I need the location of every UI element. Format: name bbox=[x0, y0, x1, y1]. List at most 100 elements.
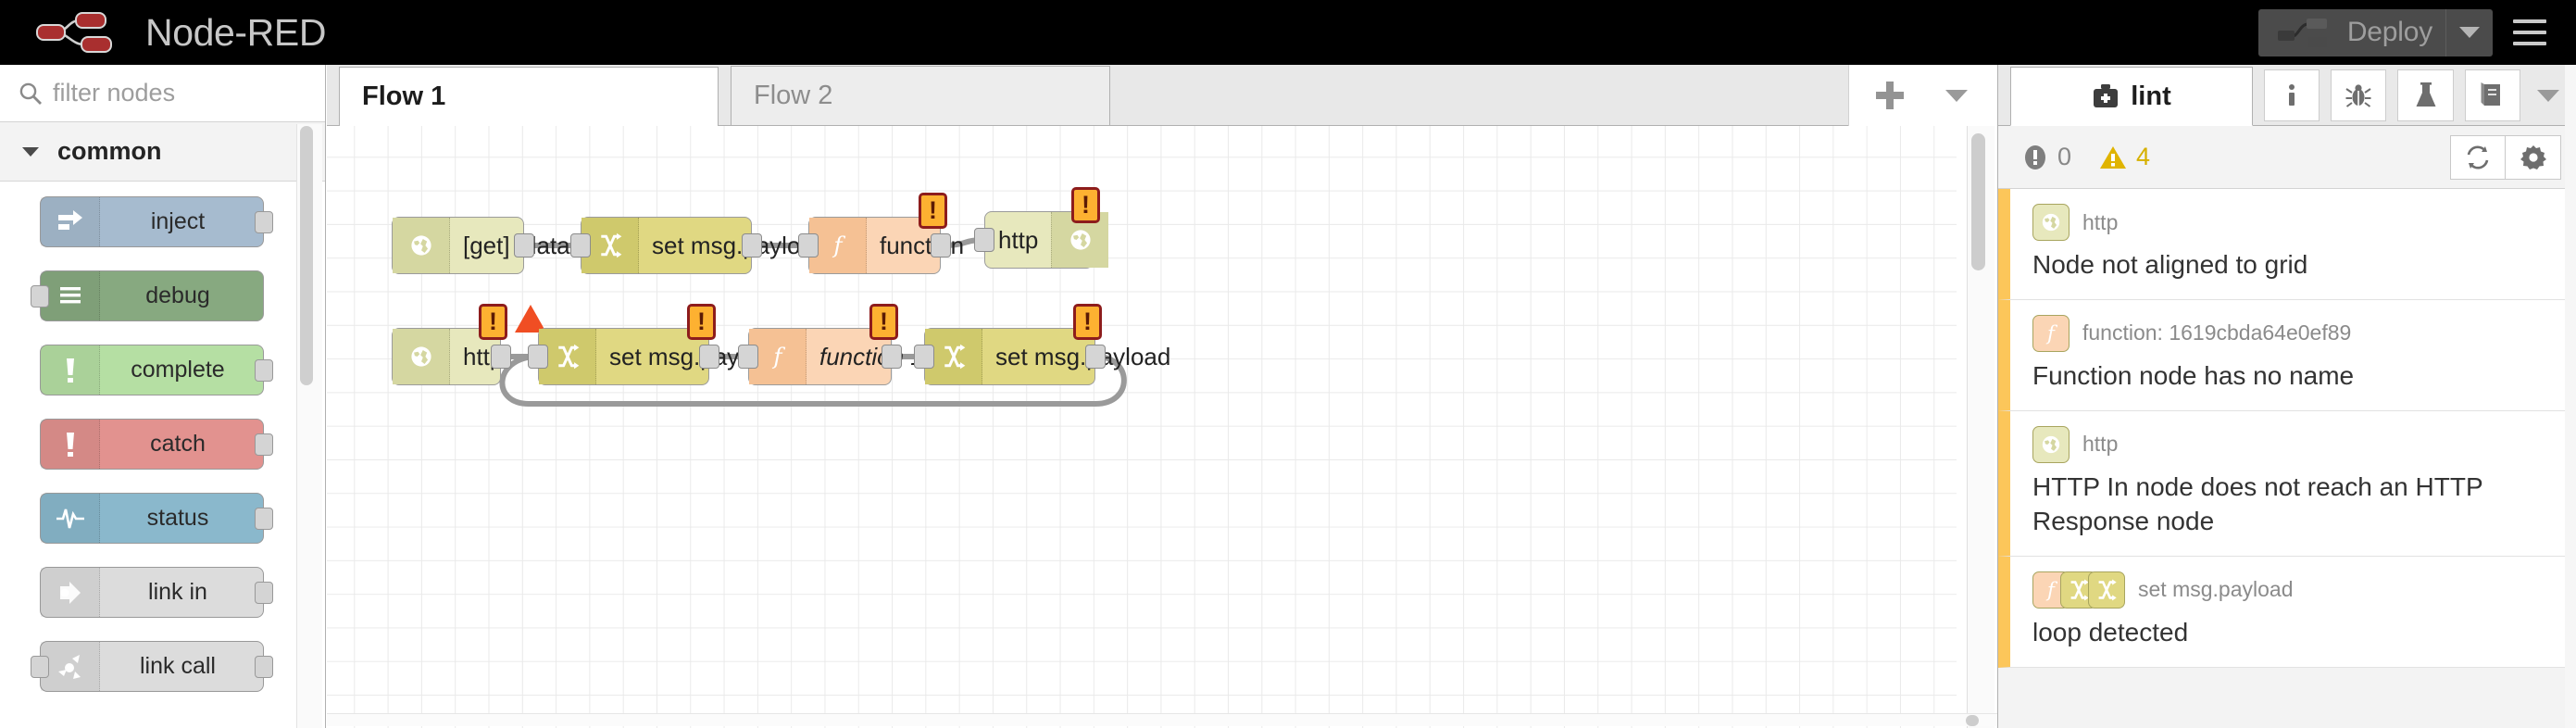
function-icon: f bbox=[749, 329, 807, 384]
search-input[interactable] bbox=[53, 79, 284, 107]
node-output-port[interactable] bbox=[931, 233, 951, 257]
main-menu-button[interactable] bbox=[2493, 0, 2567, 65]
lint-refresh-button[interactable] bbox=[2450, 134, 2506, 180]
palette-search-bar[interactable] bbox=[0, 65, 325, 122]
node-input-port[interactable] bbox=[738, 345, 758, 369]
flow-node-n2[interactable]: set msg.payload bbox=[570, 217, 827, 274]
palette-node-inject[interactable]: inject bbox=[40, 196, 273, 247]
palette-node-catch[interactable]: catch bbox=[40, 419, 273, 470]
lint-scrollbar-track[interactable] bbox=[2565, 65, 2576, 728]
node-palette: common inject debug complete catch status l… bbox=[0, 65, 326, 728]
flow-menu-button[interactable] bbox=[1923, 66, 1990, 125]
node-output-port[interactable] bbox=[742, 233, 762, 257]
lint-issue-node-icons: f bbox=[2032, 571, 2125, 609]
node-error-badge[interactable]: ! bbox=[479, 304, 507, 340]
palette-node-debug[interactable]: debug bbox=[31, 270, 264, 321]
tab-flow-1[interactable]: Flow 1 bbox=[339, 67, 719, 126]
palette-node-link-in[interactable]: link in bbox=[40, 567, 273, 618]
node-input-port[interactable] bbox=[798, 233, 819, 257]
exclamation-icon bbox=[41, 345, 100, 395]
deploy-button[interactable]: Deploy bbox=[2257, 8, 2445, 56]
chevron-down-icon bbox=[2459, 27, 2480, 38]
flow-node-n1[interactable]: [get] /data bbox=[392, 217, 570, 274]
node-error-badge[interactable]: ! bbox=[919, 193, 947, 229]
globe-icon bbox=[410, 346, 431, 367]
flow-node-n6[interactable]: set msg.payload! bbox=[528, 304, 784, 385]
sidebar-tab-info[interactable] bbox=[2264, 69, 2320, 121]
node-output-port[interactable] bbox=[255, 211, 273, 233]
search-icon bbox=[19, 82, 42, 105]
node-input-port[interactable] bbox=[528, 345, 548, 369]
first-aid-kit-icon bbox=[2094, 84, 2119, 107]
lint-issue-header: http bbox=[2032, 425, 2554, 463]
exclamation-icon bbox=[66, 432, 74, 457]
node-input-port[interactable] bbox=[31, 285, 49, 308]
lint-issue-item[interactable]: http Node not aligned to grid bbox=[1998, 189, 2576, 300]
palette-scrollbar-thumb[interactable] bbox=[300, 126, 313, 385]
palette-scrollbar-track[interactable] bbox=[296, 124, 322, 728]
node-output-port[interactable] bbox=[514, 233, 534, 257]
palette-category-common[interactable]: common bbox=[0, 122, 325, 182]
add-flow-button[interactable] bbox=[1857, 66, 1923, 125]
flow-node-n5[interactable]: http! bbox=[392, 304, 546, 385]
node-output-port[interactable] bbox=[255, 582, 273, 604]
node-output-port[interactable] bbox=[699, 345, 719, 369]
palette-node-label: complete bbox=[131, 357, 225, 383]
inject-arrow-icon bbox=[57, 209, 82, 230]
tab-flow-2[interactable]: Flow 2 bbox=[731, 66, 1110, 125]
node-error-badge[interactable]: ! bbox=[869, 304, 898, 340]
node-output-port[interactable] bbox=[255, 656, 273, 678]
node-input-port[interactable] bbox=[570, 233, 591, 257]
tab-actions bbox=[1848, 65, 1997, 126]
change-icon bbox=[925, 329, 982, 384]
node-error-badge[interactable]: ! bbox=[1071, 187, 1100, 223]
flow-node-n8[interactable]: set msg.payload! bbox=[914, 304, 1170, 385]
node-output-port[interactable] bbox=[255, 508, 273, 530]
node-output-port[interactable] bbox=[491, 345, 511, 369]
deploy-dropdown-button[interactable] bbox=[2445, 8, 2493, 56]
change-icon bbox=[600, 232, 621, 258]
lint-issue-list: http Node not aligned to grid f function… bbox=[1998, 189, 2576, 728]
gear-icon bbox=[2520, 144, 2546, 169]
node-output-port[interactable] bbox=[1085, 345, 1106, 369]
sidebar-tab-context[interactable] bbox=[2397, 69, 2454, 121]
lint-settings-button[interactable] bbox=[2506, 134, 2561, 180]
node-error-badge[interactable]: ! bbox=[687, 304, 716, 340]
canvas-vscrollbar-thumb[interactable] bbox=[1971, 133, 1985, 270]
palette-node-link-call[interactable]: link call bbox=[31, 641, 273, 692]
canvas-vscrollbar-track[interactable] bbox=[1967, 126, 1995, 728]
flow-node-n4[interactable]: http ! bbox=[974, 187, 1109, 269]
sidebar-tab-lint[interactable]: lint bbox=[2010, 67, 2253, 126]
node-input-port[interactable] bbox=[31, 656, 49, 678]
pulse-wave-icon bbox=[41, 494, 100, 543]
node-output-port[interactable] bbox=[882, 345, 902, 369]
sidebar-tab-overflow-button[interactable] bbox=[2520, 69, 2576, 121]
lint-issue-item[interactable]: http HTTP In node does not reach an HTTP… bbox=[1998, 410, 2576, 557]
canvas-hscrollbar-thumb[interactable] bbox=[1966, 715, 1979, 726]
lint-issue-message: Function node has no name bbox=[2032, 360, 2355, 390]
palette-node-complete[interactable]: complete bbox=[40, 345, 273, 395]
plus-icon bbox=[1876, 82, 1904, 109]
canvas-hscrollbar-track[interactable] bbox=[327, 713, 1997, 726]
node-error-badge[interactable]: ! bbox=[1073, 304, 1102, 340]
node-input-port[interactable] bbox=[974, 228, 994, 252]
workspace: Flow 1 Flow 2 bbox=[327, 65, 1997, 728]
globe-icon bbox=[2042, 213, 2060, 232]
lint-issue-item[interactable]: f set msg.payload loop detected bbox=[1998, 556, 2576, 668]
chevron-down-icon bbox=[1945, 89, 1968, 102]
lint-issue-item[interactable]: f function: 1619cbda64e0ef89 Function no… bbox=[1998, 299, 2576, 411]
deploy-label: Deploy bbox=[2346, 17, 2432, 47]
node-output-port[interactable] bbox=[255, 359, 273, 382]
sidebar-tab-help[interactable] bbox=[2464, 69, 2520, 121]
node-output-port[interactable] bbox=[255, 433, 273, 456]
node-input-port[interactable] bbox=[914, 345, 934, 369]
error-count-value: 0 bbox=[2057, 143, 2072, 170]
lint-issue-node-name: http bbox=[2082, 209, 2119, 234]
flask-icon bbox=[2416, 82, 2435, 107]
palette-node-status[interactable]: status bbox=[40, 493, 273, 544]
sidebar-tab-debug[interactable] bbox=[2331, 69, 2387, 121]
lint-issue-message: HTTP In node does not reach an HTTP Resp… bbox=[2032, 471, 2483, 535]
